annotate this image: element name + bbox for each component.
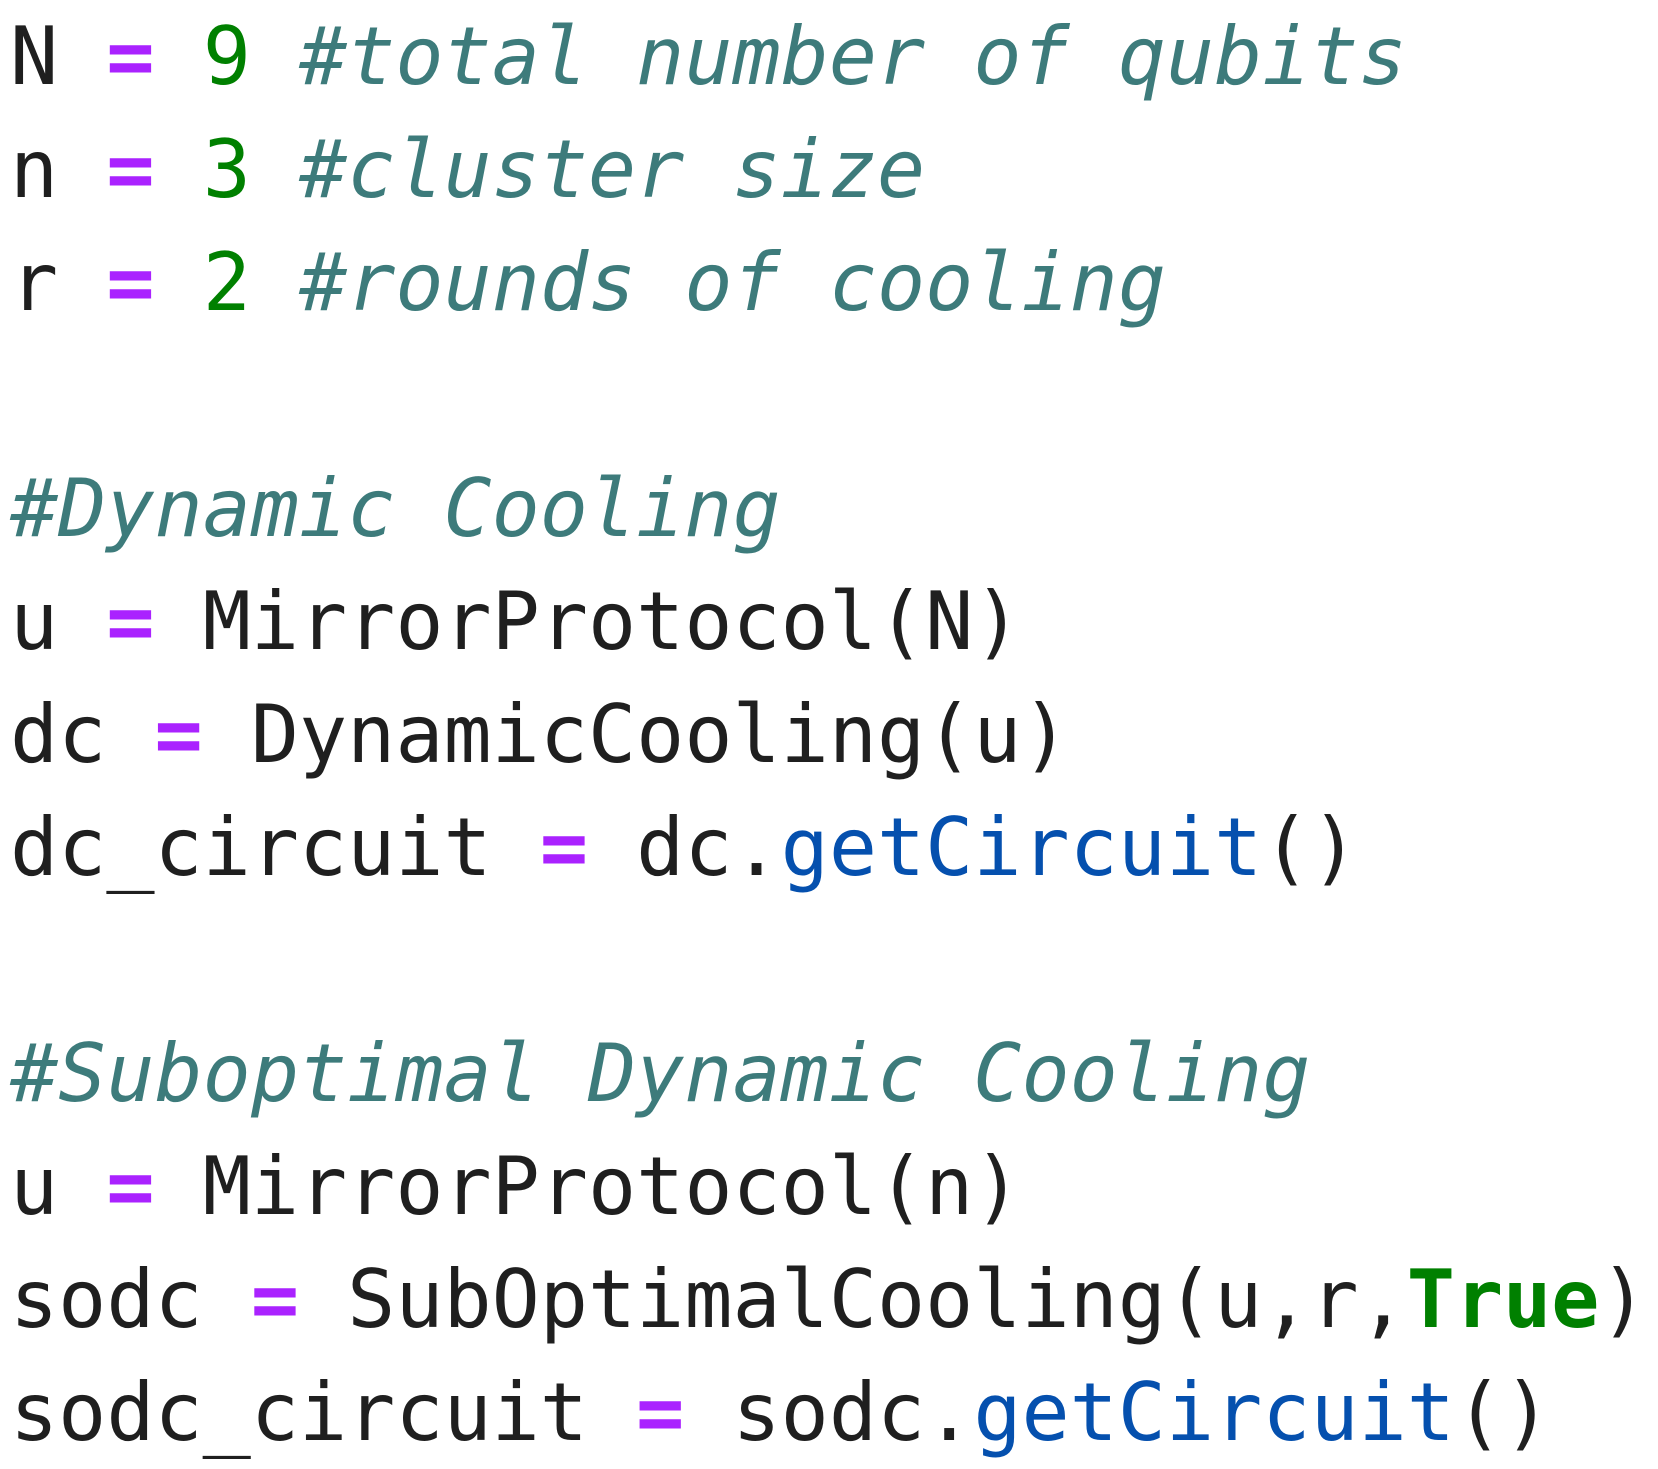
code-line [10, 904, 1648, 1017]
code-text: MirrorProtocol(N) [202, 575, 1022, 668]
space [58, 1140, 106, 1233]
space [58, 236, 106, 329]
comment: #Suboptimal Dynamic Cooling [10, 1027, 1311, 1120]
space [588, 1366, 636, 1459]
code-text: dc [10, 688, 107, 781]
space [106, 688, 154, 781]
code-text: DynamicCooling(u) [250, 688, 1070, 781]
code-line: dc = DynamicCooling(u) [10, 678, 1648, 791]
space [155, 236, 203, 329]
number-literal: 2 [202, 236, 251, 329]
code-line: n = 3 #cluster size [10, 113, 1648, 226]
code-text: sodc [10, 1253, 203, 1346]
keyword: True [1406, 1253, 1600, 1346]
code-text: N [10, 10, 59, 103]
number-literal: 9 [202, 10, 251, 103]
space [58, 575, 106, 668]
code-line: #Suboptimal Dynamic Cooling [10, 1017, 1648, 1130]
space [251, 123, 299, 216]
space [203, 688, 251, 781]
method-name: getCircuit [780, 801, 1263, 894]
code-text: () [1262, 801, 1359, 894]
code-text: SubOptimalCooling(u,r, [347, 1253, 1407, 1346]
number-literal: 3 [202, 123, 251, 216]
space [155, 123, 203, 216]
code-line: dc_circuit = dc.getCircuit() [10, 791, 1648, 904]
code-text: dc. [636, 801, 781, 894]
code-line: u = MirrorProtocol(N) [10, 565, 1648, 678]
code-text: n [10, 123, 59, 216]
space [588, 801, 636, 894]
code-line: u = MirrorProtocol(n) [10, 1130, 1648, 1243]
code-text: ) [1599, 1253, 1648, 1346]
code-text: u [10, 575, 59, 668]
code-line: sodc = SubOptimalCooling(u,r,True) [10, 1243, 1648, 1356]
comment: #rounds of cooling [299, 236, 1166, 329]
code-text: dc_circuit [10, 801, 492, 894]
space [58, 10, 106, 103]
space [492, 801, 540, 894]
comment: #Dynamic Cooling [10, 462, 781, 555]
space [58, 123, 106, 216]
operator: = [636, 1366, 685, 1459]
method-name: getCircuit [973, 1366, 1455, 1459]
operator: = [106, 575, 155, 668]
space [251, 10, 299, 103]
code-text: u [10, 1140, 59, 1233]
code-text: MirrorProtocol(n) [202, 1140, 1022, 1233]
operator: = [250, 1253, 299, 1346]
operator: = [106, 236, 155, 329]
code-text: r [10, 236, 59, 329]
comment: #total number of qubits [299, 10, 1407, 103]
space [684, 1366, 732, 1459]
code-text: sodc. [732, 1366, 974, 1459]
operator: = [154, 688, 203, 781]
operator: = [106, 10, 155, 103]
code-line: N = 9 #total number of qubits [10, 0, 1648, 113]
operator: = [539, 801, 588, 894]
space [299, 1253, 347, 1346]
operator: = [106, 1140, 155, 1233]
code-line: sodc_circuit = sodc.getCircuit() [10, 1356, 1648, 1469]
space [155, 1140, 203, 1233]
space [155, 575, 203, 668]
comment: #cluster size [299, 123, 926, 216]
space [155, 10, 203, 103]
space [251, 236, 299, 329]
code-text: () [1454, 1366, 1552, 1459]
code-line: #Dynamic Cooling [10, 452, 1648, 565]
code-line: r = 2 #rounds of cooling [10, 226, 1648, 339]
code-line [10, 339, 1648, 452]
operator: = [106, 123, 155, 216]
space [203, 1253, 251, 1346]
code-text: sodc_circuit [10, 1366, 588, 1459]
